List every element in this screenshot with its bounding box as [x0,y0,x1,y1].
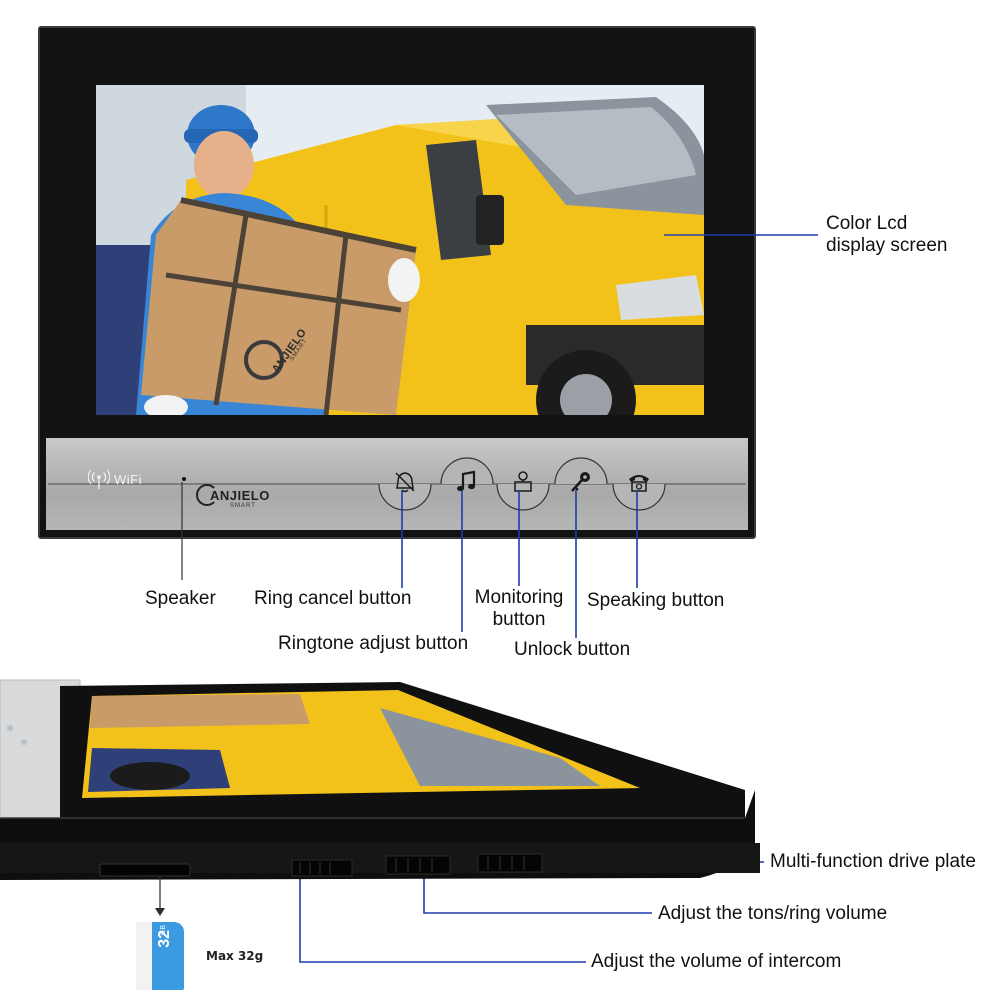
callout-speaker: Speaker [145,588,216,609]
wifi-signal-icon [87,468,111,490]
delivery-scene-image [96,85,704,415]
ring-cancel-button[interactable] [391,468,419,496]
callout-ring-cancel: Ring cancel button [254,588,412,609]
callout-speaking: Speaking button [587,590,725,611]
phone-icon [629,475,649,492]
speaking-button[interactable] [625,468,653,496]
callout-ringtone-adjust: Ringtone adjust button [278,633,469,654]
callout-display-line2: display screen [826,235,948,256]
brand-logo-sub: SMART [230,503,256,509]
side-view-image [0,679,760,916]
monitor-icon [514,471,532,492]
sd-card-unit: GB [160,925,167,936]
lcd-display-screen: ANJIELO SMART [96,85,704,415]
brand-logo: ANJIELO [210,488,270,503]
music-note-icon [457,470,476,492]
ringtone-adjust-button[interactable] [453,468,481,496]
monitor-side-view [0,668,1000,1000]
sd-card-stripe [136,922,152,990]
callout-unlock: Unlock button [514,639,631,660]
callout-monitoring-line1: Monitoring [474,587,564,608]
bell-off-icon [395,472,415,493]
wifi-label: WiFi [114,472,142,487]
indoor-monitor: ANJIELO SMART WiFi [38,26,756,539]
callout-monitoring-line2: button [492,609,546,630]
sd-max-capacity-label: Max 32g [206,949,264,963]
key-icon [571,472,590,492]
control-panel: WiFi ANJIELO SMART [46,438,748,530]
callout-intercom-volume: Adjust the volume of intercom [591,951,842,972]
micro-sd-card: 32 GB [136,922,184,990]
callout-drive-plate: Multi-function drive plate [770,851,976,872]
unlock-button[interactable] [567,468,595,496]
callout-display-line1: Color Lcd [826,213,908,234]
callout-tone-volume: Adjust the tons/ring volume [658,903,888,924]
anjielo-logo-icon [196,484,218,506]
monitoring-button[interactable] [509,468,537,496]
